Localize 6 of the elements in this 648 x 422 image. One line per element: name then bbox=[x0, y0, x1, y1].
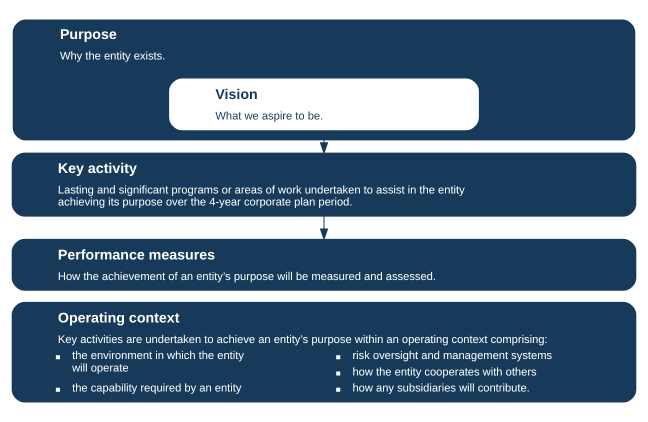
arrow bbox=[320, 216, 328, 241]
arrow bbox=[320, 140, 328, 154]
node-box: Key activity Lasting and significant programs or areas of work undertaken to assist in the entity achieving its purpose over the 4-year corporate plan period. bbox=[12, 152, 636, 217]
node-box: Operating context Key activities are undertaken to achieve an entity’s purpose within an operating context comprising: the environment in which the entity will operate risk oversight and management systems how the entity cooperates with others the capability required by an entity how any subsidiaries will contribute. bbox=[12, 302, 636, 402]
node-box: Vision What we aspire to be. bbox=[169, 78, 479, 130]
node-box: Performance measures How the achievement of an entity’s purpose will be measured and assessed. bbox=[12, 238, 636, 291]
